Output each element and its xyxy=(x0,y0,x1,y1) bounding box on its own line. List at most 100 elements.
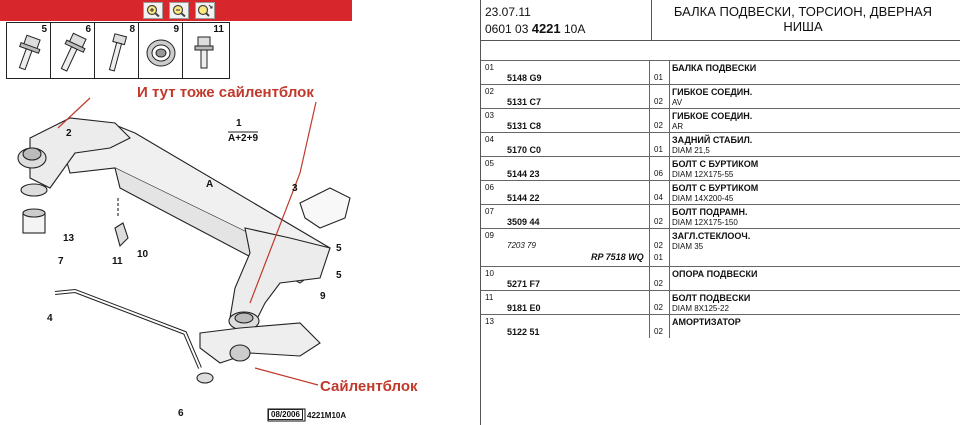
row-index: 10 xyxy=(485,269,494,278)
column-divider xyxy=(649,109,650,132)
row-index: 11 xyxy=(485,293,494,302)
row-index: 01 xyxy=(485,63,494,72)
callout-5: 5 xyxy=(336,243,342,254)
row-index: 03 xyxy=(485,111,494,120)
column-divider xyxy=(669,109,670,132)
part-name: АМОРТИЗАТОР xyxy=(672,317,741,327)
diagram-pane: 5 6 8 9 11 xyxy=(0,0,418,422)
part-number: 9181 E0 xyxy=(507,303,541,313)
quantity: 02 xyxy=(654,279,663,288)
part-name: БАЛКА ПОДВЕСКИ xyxy=(672,63,757,73)
column-divider xyxy=(649,133,650,156)
annotation-also-bushing: И тут тоже сайлентблок xyxy=(137,84,314,101)
column-divider xyxy=(649,157,650,180)
callout-9: 9 xyxy=(320,291,326,302)
part-spec: DIAM 8X125-22 xyxy=(672,304,729,313)
callout-11: 11 xyxy=(112,256,123,267)
page-title: БАЛКА ПОДВЕСКИ, ТОРСИОН, ДВЕРНАЯ НИША xyxy=(673,4,933,34)
thumbnail-8[interactable]: 8 xyxy=(95,23,139,78)
bolt-icon xyxy=(108,33,128,72)
part-number: 5148 G9 xyxy=(507,73,542,83)
diagram-date: 08/2006 xyxy=(268,409,303,420)
catalog-date: 23.07.11 xyxy=(485,5,531,19)
flange-bolt-long-icon xyxy=(60,32,87,72)
quantity: 02 xyxy=(654,217,663,226)
part-name: ЗАГЛ.СТЕКЛООЧ. xyxy=(672,231,751,241)
column-divider xyxy=(669,291,670,314)
column-divider xyxy=(649,315,650,338)
part-number: 5271 F7 xyxy=(507,279,541,289)
part-name: ЗАДНИЙ СТАБИЛ. xyxy=(672,135,753,145)
thumbnail-6[interactable]: 6 xyxy=(51,23,95,78)
part-spec: DIAM 12X175-150 xyxy=(672,218,738,227)
part-name: БОЛТ С БУРТИКОМ xyxy=(672,159,759,169)
part-spec: AR xyxy=(672,122,684,131)
thumbnail-5[interactable]: 5 xyxy=(7,23,51,78)
quantity: 01 xyxy=(654,145,663,154)
row-index: 13 xyxy=(485,317,494,326)
fastener-thumbnails: 5 6 8 9 11 xyxy=(6,22,230,79)
column-divider xyxy=(669,133,670,156)
thumbnail-number: 11 xyxy=(213,24,224,35)
quantity: 02 xyxy=(654,97,663,106)
quantity: 02 xyxy=(654,303,663,312)
thumbnail-11[interactable]: 11 xyxy=(183,23,227,78)
header-divider xyxy=(651,0,652,40)
part-number: 5131 C7 xyxy=(507,97,542,107)
callout-5: 5 xyxy=(336,270,342,281)
quantity: 02 xyxy=(654,327,663,336)
diagram-code: 4221M10A xyxy=(307,411,347,420)
parts-row[interactable]: 13 5122 51 02 АМОРТИЗАТОР xyxy=(481,314,960,338)
part-spec: AV xyxy=(672,98,683,107)
part-number: 5170 C0 xyxy=(507,145,542,155)
zoom-in-icon[interactable] xyxy=(143,2,163,19)
zoom-out-icon[interactable] xyxy=(169,2,189,19)
column-divider xyxy=(669,205,670,228)
callout-4: 4 xyxy=(47,313,53,324)
thumbnail-9[interactable]: 9 xyxy=(139,23,183,78)
quantity: 04 xyxy=(654,193,663,202)
zoom-toolbar xyxy=(0,0,352,21)
column-divider xyxy=(669,61,670,84)
part-number: 7203 79 xyxy=(507,241,536,250)
legend-formula: A+2+9 xyxy=(228,133,259,144)
part-number: 5144 22 xyxy=(507,193,540,203)
part-number-alt: RP 7518 WQ xyxy=(591,252,644,262)
callout-13: 13 xyxy=(63,233,75,244)
column-divider xyxy=(649,291,650,314)
part-name: ГИБКОЕ СОЕДИН. xyxy=(672,111,753,121)
quantity: 02 xyxy=(654,121,663,130)
part-spec: DIAM 12X175-55 xyxy=(672,170,734,179)
part-number: 5122 51 xyxy=(507,327,540,337)
cap-icon xyxy=(146,39,176,67)
column-divider xyxy=(669,315,670,338)
column-divider xyxy=(669,181,670,204)
row-index: 05 xyxy=(485,159,494,168)
column-divider xyxy=(649,61,650,84)
callout-2: 2 xyxy=(66,128,72,139)
row-index: 09 xyxy=(485,231,494,240)
callout-a: A xyxy=(206,179,214,190)
ref-main: 4221 xyxy=(531,21,561,36)
zoom-fit-icon[interactable] xyxy=(195,2,215,19)
quantity: 06 xyxy=(654,169,663,178)
column-divider xyxy=(649,205,650,228)
row-index: 06 xyxy=(485,183,494,192)
row-index: 07 xyxy=(485,207,494,216)
suspension-beam-diagram xyxy=(17,97,351,422)
row-index: 02 xyxy=(485,87,494,96)
ref-suffix: 10A xyxy=(560,22,586,36)
thumbnail-number: 5 xyxy=(41,24,47,35)
callout-6: 6 xyxy=(178,408,184,419)
quantity-alt: 01 xyxy=(654,253,663,262)
